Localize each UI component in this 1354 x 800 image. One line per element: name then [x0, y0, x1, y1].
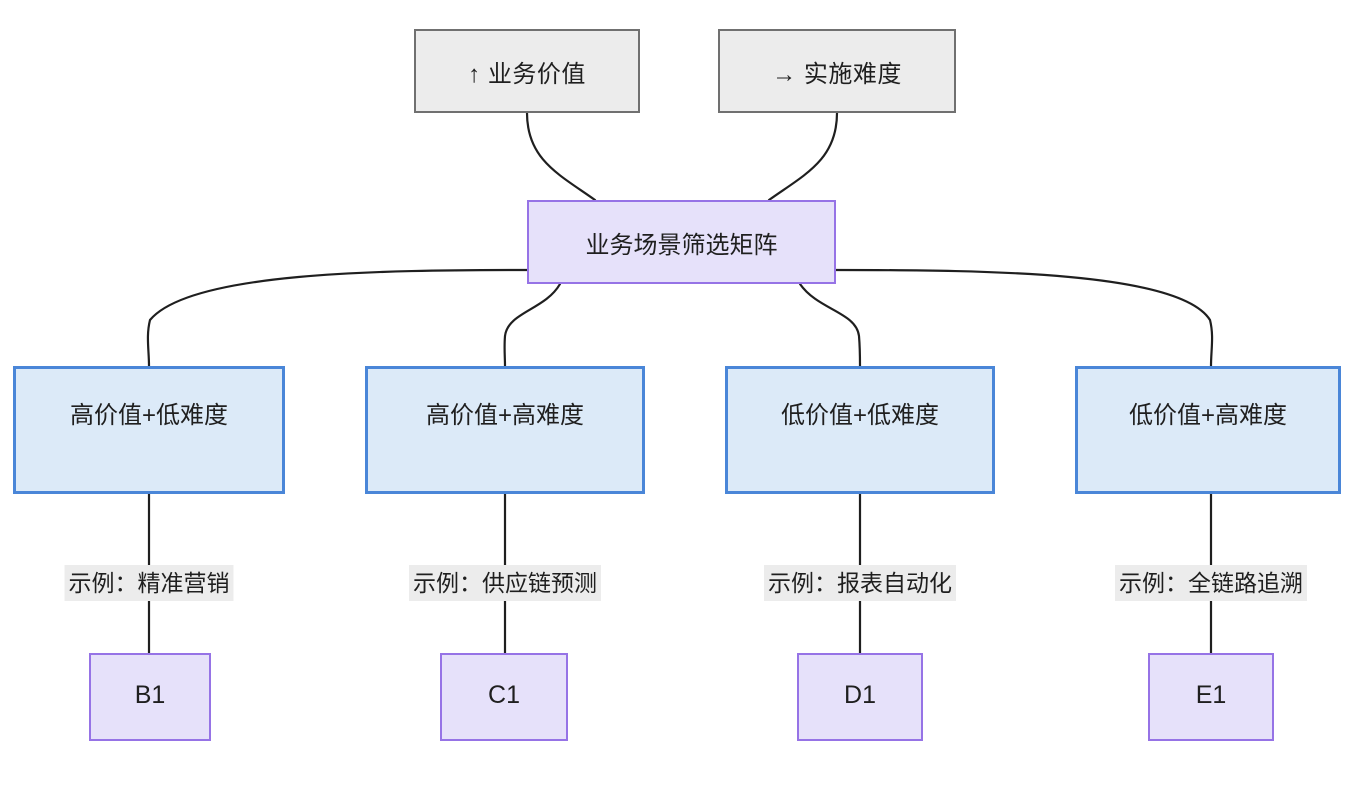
quadrant-node-low-value-low-difficulty[interactable]: 低价值+低难度 — [725, 366, 995, 494]
quadrant-node-high-value-high-difficulty-label: 高价值+高难度 — [425, 402, 584, 429]
edge-axis-value-to-center — [525, 111, 597, 202]
quadrant-node-high-value-low-difficulty[interactable]: 高价值+低难度 — [13, 366, 285, 494]
quadrant-node-low-value-high-difficulty-label: 低价值+高难度 — [1128, 402, 1287, 429]
edge-label-supply-chain-forecast: 示例：供应链预测 — [409, 565, 601, 601]
edge-center-to-quadrant-e — [834, 268, 1214, 368]
axis-node-implementation-difficulty-label: → 实施难度 — [772, 60, 902, 88]
leaf-node-c1-label: C1 — [488, 681, 520, 709]
leaf-node-e1-label: E1 — [1195, 681, 1227, 709]
leaf-node-d1-label: D1 — [844, 681, 876, 709]
quadrant-node-high-value-high-difficulty[interactable]: 高价值+高难度 — [365, 366, 645, 494]
edge-label-precision-marketing: 示例：精准营销 — [64, 565, 234, 601]
quadrant-node-low-value-low-difficulty-label: 低价值+低难度 — [780, 402, 939, 429]
quadrant-node-low-value-high-difficulty[interactable]: 低价值+高难度 — [1075, 366, 1341, 494]
leaf-node-c1[interactable]: C1 — [440, 653, 568, 741]
axis-node-business-value[interactable]: ↑ 业务价值 — [414, 29, 640, 113]
axis-node-business-value-label: ↑ 业务价值 — [468, 60, 586, 88]
leaf-node-d1[interactable]: D1 — [797, 653, 923, 741]
leaf-node-b1[interactable]: B1 — [89, 653, 211, 741]
center-node-matrix-label: 业务场景筛选矩阵 — [585, 231, 778, 259]
edge-center-to-quadrant-b — [146, 268, 529, 368]
edge-axis-difficulty-to-center — [767, 111, 839, 202]
edge-label-full-chain-traceability: 示例：全链路追溯 — [1115, 565, 1307, 601]
edge-center-to-quadrant-c — [503, 282, 562, 368]
leaf-node-e1[interactable]: E1 — [1148, 653, 1274, 741]
quadrant-node-high-value-low-difficulty-label: 高价值+低难度 — [69, 402, 228, 429]
leaf-node-b1-label: B1 — [134, 681, 166, 709]
axis-node-implementation-difficulty[interactable]: → 实施难度 — [718, 29, 956, 113]
edge-label-report-automation: 示例：报表自动化 — [764, 565, 956, 601]
edge-center-to-quadrant-d — [798, 282, 862, 368]
center-node-matrix[interactable]: 业务场景筛选矩阵 — [527, 200, 836, 284]
